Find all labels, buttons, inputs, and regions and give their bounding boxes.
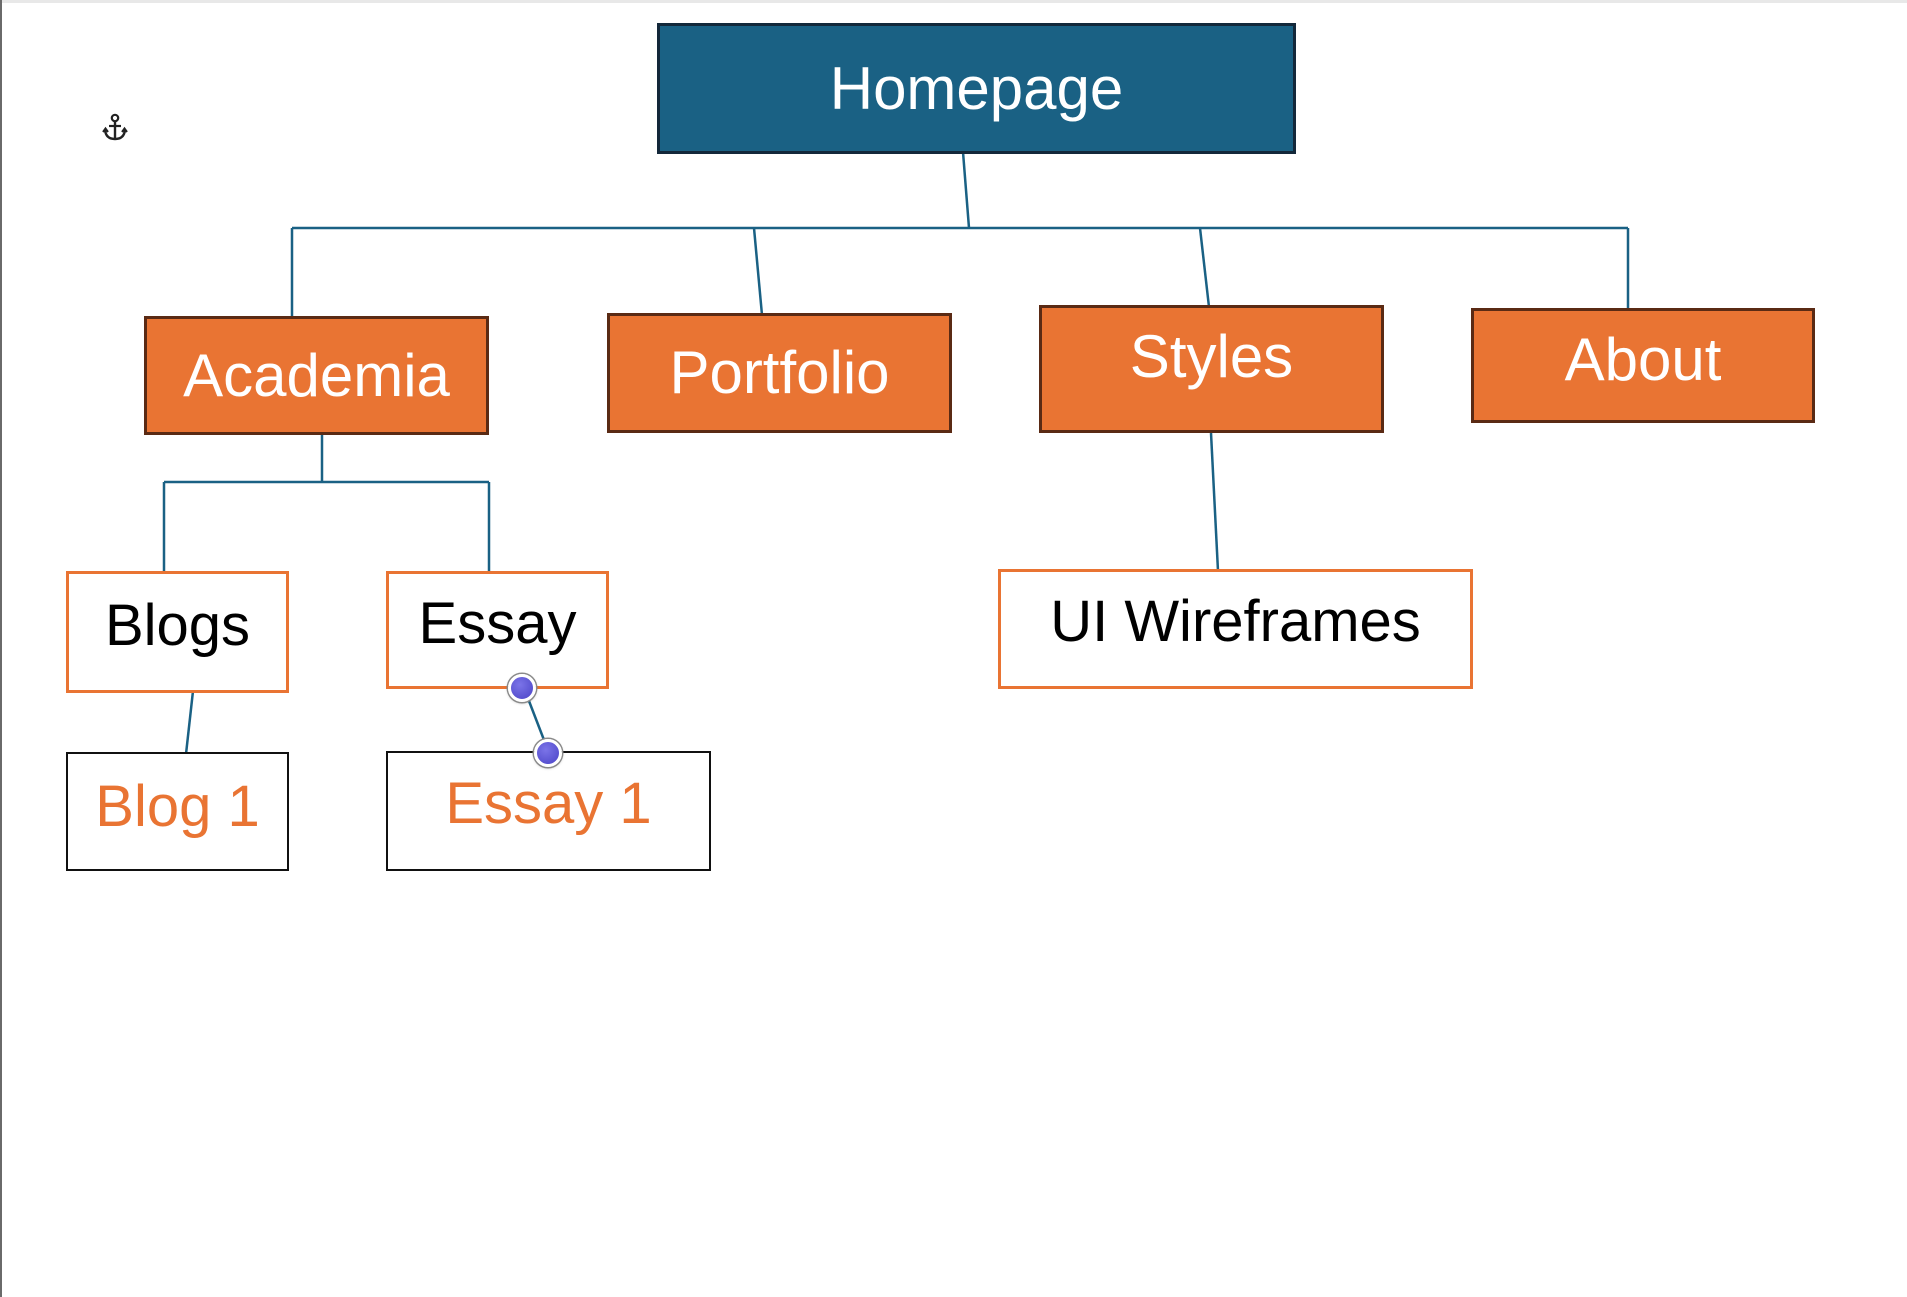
connector-start-handle[interactable]	[508, 674, 536, 702]
connector-blog1	[184, 690, 195, 755]
connector-end-handle[interactable]	[534, 739, 562, 767]
blog1-node[interactable]: Blog 1	[66, 752, 289, 871]
anchor-icon[interactable]	[101, 113, 129, 143]
connector-ui-wireframes	[1209, 432, 1220, 572]
essay1-label: Essay 1	[445, 771, 652, 836]
connector-portfolio	[752, 227, 764, 316]
page-left-edge	[0, 0, 2, 1297]
essay1-node[interactable]: Essay 1	[386, 751, 711, 871]
homepage-node[interactable]: Homepage	[657, 23, 1296, 154]
blogs-node[interactable]: Blogs	[66, 571, 289, 693]
academia-label: Academia	[183, 341, 450, 409]
connector-styles	[1198, 227, 1211, 308]
homepage-label: Homepage	[829, 54, 1124, 122]
about-node[interactable]: About	[1471, 308, 1815, 423]
blog1-label: Blog 1	[95, 773, 260, 839]
ui-wireframes-label: UI Wireframes	[1050, 589, 1421, 654]
connector-homepage-stem	[961, 151, 971, 229]
about-label: About	[1564, 325, 1722, 393]
portfolio-node[interactable]: Portfolio	[607, 313, 952, 433]
academia-node[interactable]: Academia	[144, 316, 489, 435]
ui-wireframes-node[interactable]: UI Wireframes	[998, 569, 1473, 689]
styles-label: Styles	[1129, 323, 1294, 390]
essay-label: Essay	[418, 591, 577, 656]
portfolio-label: Portfolio	[669, 339, 890, 406]
blogs-label: Blogs	[104, 593, 251, 658]
styles-node[interactable]: Styles	[1039, 305, 1384, 433]
essay-node[interactable]: Essay	[386, 571, 609, 689]
page-top-edge	[0, 0, 1907, 3]
